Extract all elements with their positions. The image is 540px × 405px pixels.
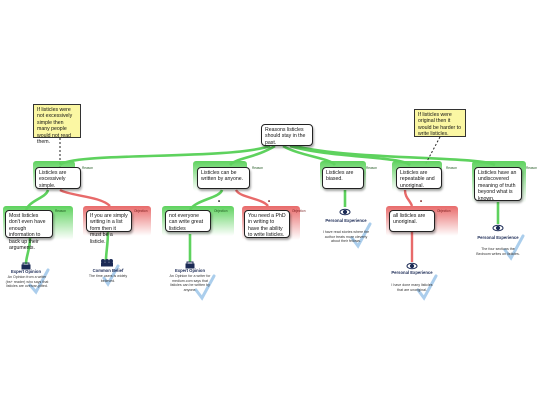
check-marks — [28, 222, 525, 301]
reason-box[interactable]: Listicles are biased. — [322, 167, 364, 189]
objection-tab-label: Objection — [292, 209, 306, 213]
check-mark — [416, 274, 438, 301]
connector-reason-2-sub-4 — [234, 189, 269, 207]
reason-tab-label: Reason — [446, 166, 457, 170]
evidence-text: An Opinion from a writer (bs+ reader) wh… — [5, 275, 49, 289]
reason-tab-label: Reason — [82, 166, 93, 170]
evidence-title: Expert Opinion — [10, 269, 41, 274]
reason-box[interactable]: Listicles are excessively simple. — [35, 167, 81, 189]
evidence-title: Personal Experience — [477, 235, 519, 240]
connector-reason-4-sub-5 — [403, 189, 414, 207]
reason-tab-label: Reason — [526, 166, 537, 170]
expert-opinion-icon — [21, 262, 31, 270]
check-mark — [194, 274, 216, 301]
check-mark — [102, 264, 120, 287]
reason-box[interactable]: Listicles can be written by anyone. — [197, 167, 250, 189]
eye-icon — [492, 224, 504, 232]
objection-box[interactable]: all listicles are unoriginal. — [389, 210, 435, 232]
connector-reason-1-sub-2 — [59, 188, 111, 207]
evidence-title: Personal Experience — [325, 218, 367, 223]
note-connectors — [59, 136, 441, 168]
reason-box[interactable]: Listicles are repeatable and unoriginal. — [396, 167, 442, 189]
check-mark — [503, 234, 525, 261]
evidence-text: The four sections the Bedroom writes on … — [476, 247, 520, 256]
evidence-icons — [21, 208, 504, 270]
evidence-text: The time users is widely believed. — [88, 274, 128, 283]
evidence-title: Personal Experience — [391, 270, 433, 275]
evidence-title: Common Belief — [92, 268, 124, 273]
connector-ev1 — [24, 237, 32, 265]
objection-tab-label: Objection — [437, 209, 451, 213]
evidence-text: An Opinion for a writer for medium.com s… — [169, 274, 211, 292]
evidence-text: I have done many listicles that are unor… — [391, 283, 433, 292]
evidence-title: Expert Opinion — [174, 268, 205, 273]
objection-marker: • — [420, 199, 423, 205]
eye-icon — [406, 262, 418, 270]
objection-marker: • — [218, 199, 221, 205]
reason-box[interactable]: Listicles have an undiscovered meaning o… — [474, 167, 522, 202]
sub-claim-box[interactable]: Most listicles don't even have enough in… — [5, 210, 53, 251]
sub-claim-box[interactable]: not everyone can write great listicles — [165, 210, 211, 232]
objection-connectors — [59, 188, 414, 262]
root-claim[interactable]: Reasons listicles should stay in the pas… — [261, 124, 313, 146]
eye-icon — [339, 208, 351, 216]
common-belief-icon — [101, 259, 113, 267]
objection-box[interactable]: You need a PhD in writing to have the ab… — [244, 210, 290, 238]
note-right-connector — [424, 136, 441, 166]
expert-opinion-icon — [185, 261, 195, 269]
note-right: If listicles were original then it would… — [414, 109, 466, 137]
check-mark — [350, 222, 372, 249]
sub-claim-tab-label: Objection — [214, 209, 228, 213]
sub-claim-tab-label: Reason — [55, 209, 66, 213]
objection-tab-label: Objection — [134, 209, 148, 213]
reason-tab-label: Reason — [366, 166, 377, 170]
reason-tab-label: Reason — [252, 166, 263, 170]
objection-marker: • — [268, 199, 271, 205]
evidence-text: I have read stories where the author tre… — [322, 230, 370, 244]
check-mark — [28, 268, 50, 295]
objection-box[interactable]: If you are simply writing in a list form… — [86, 210, 132, 245]
note-left: If listicles were not excessively simple… — [33, 104, 81, 145]
